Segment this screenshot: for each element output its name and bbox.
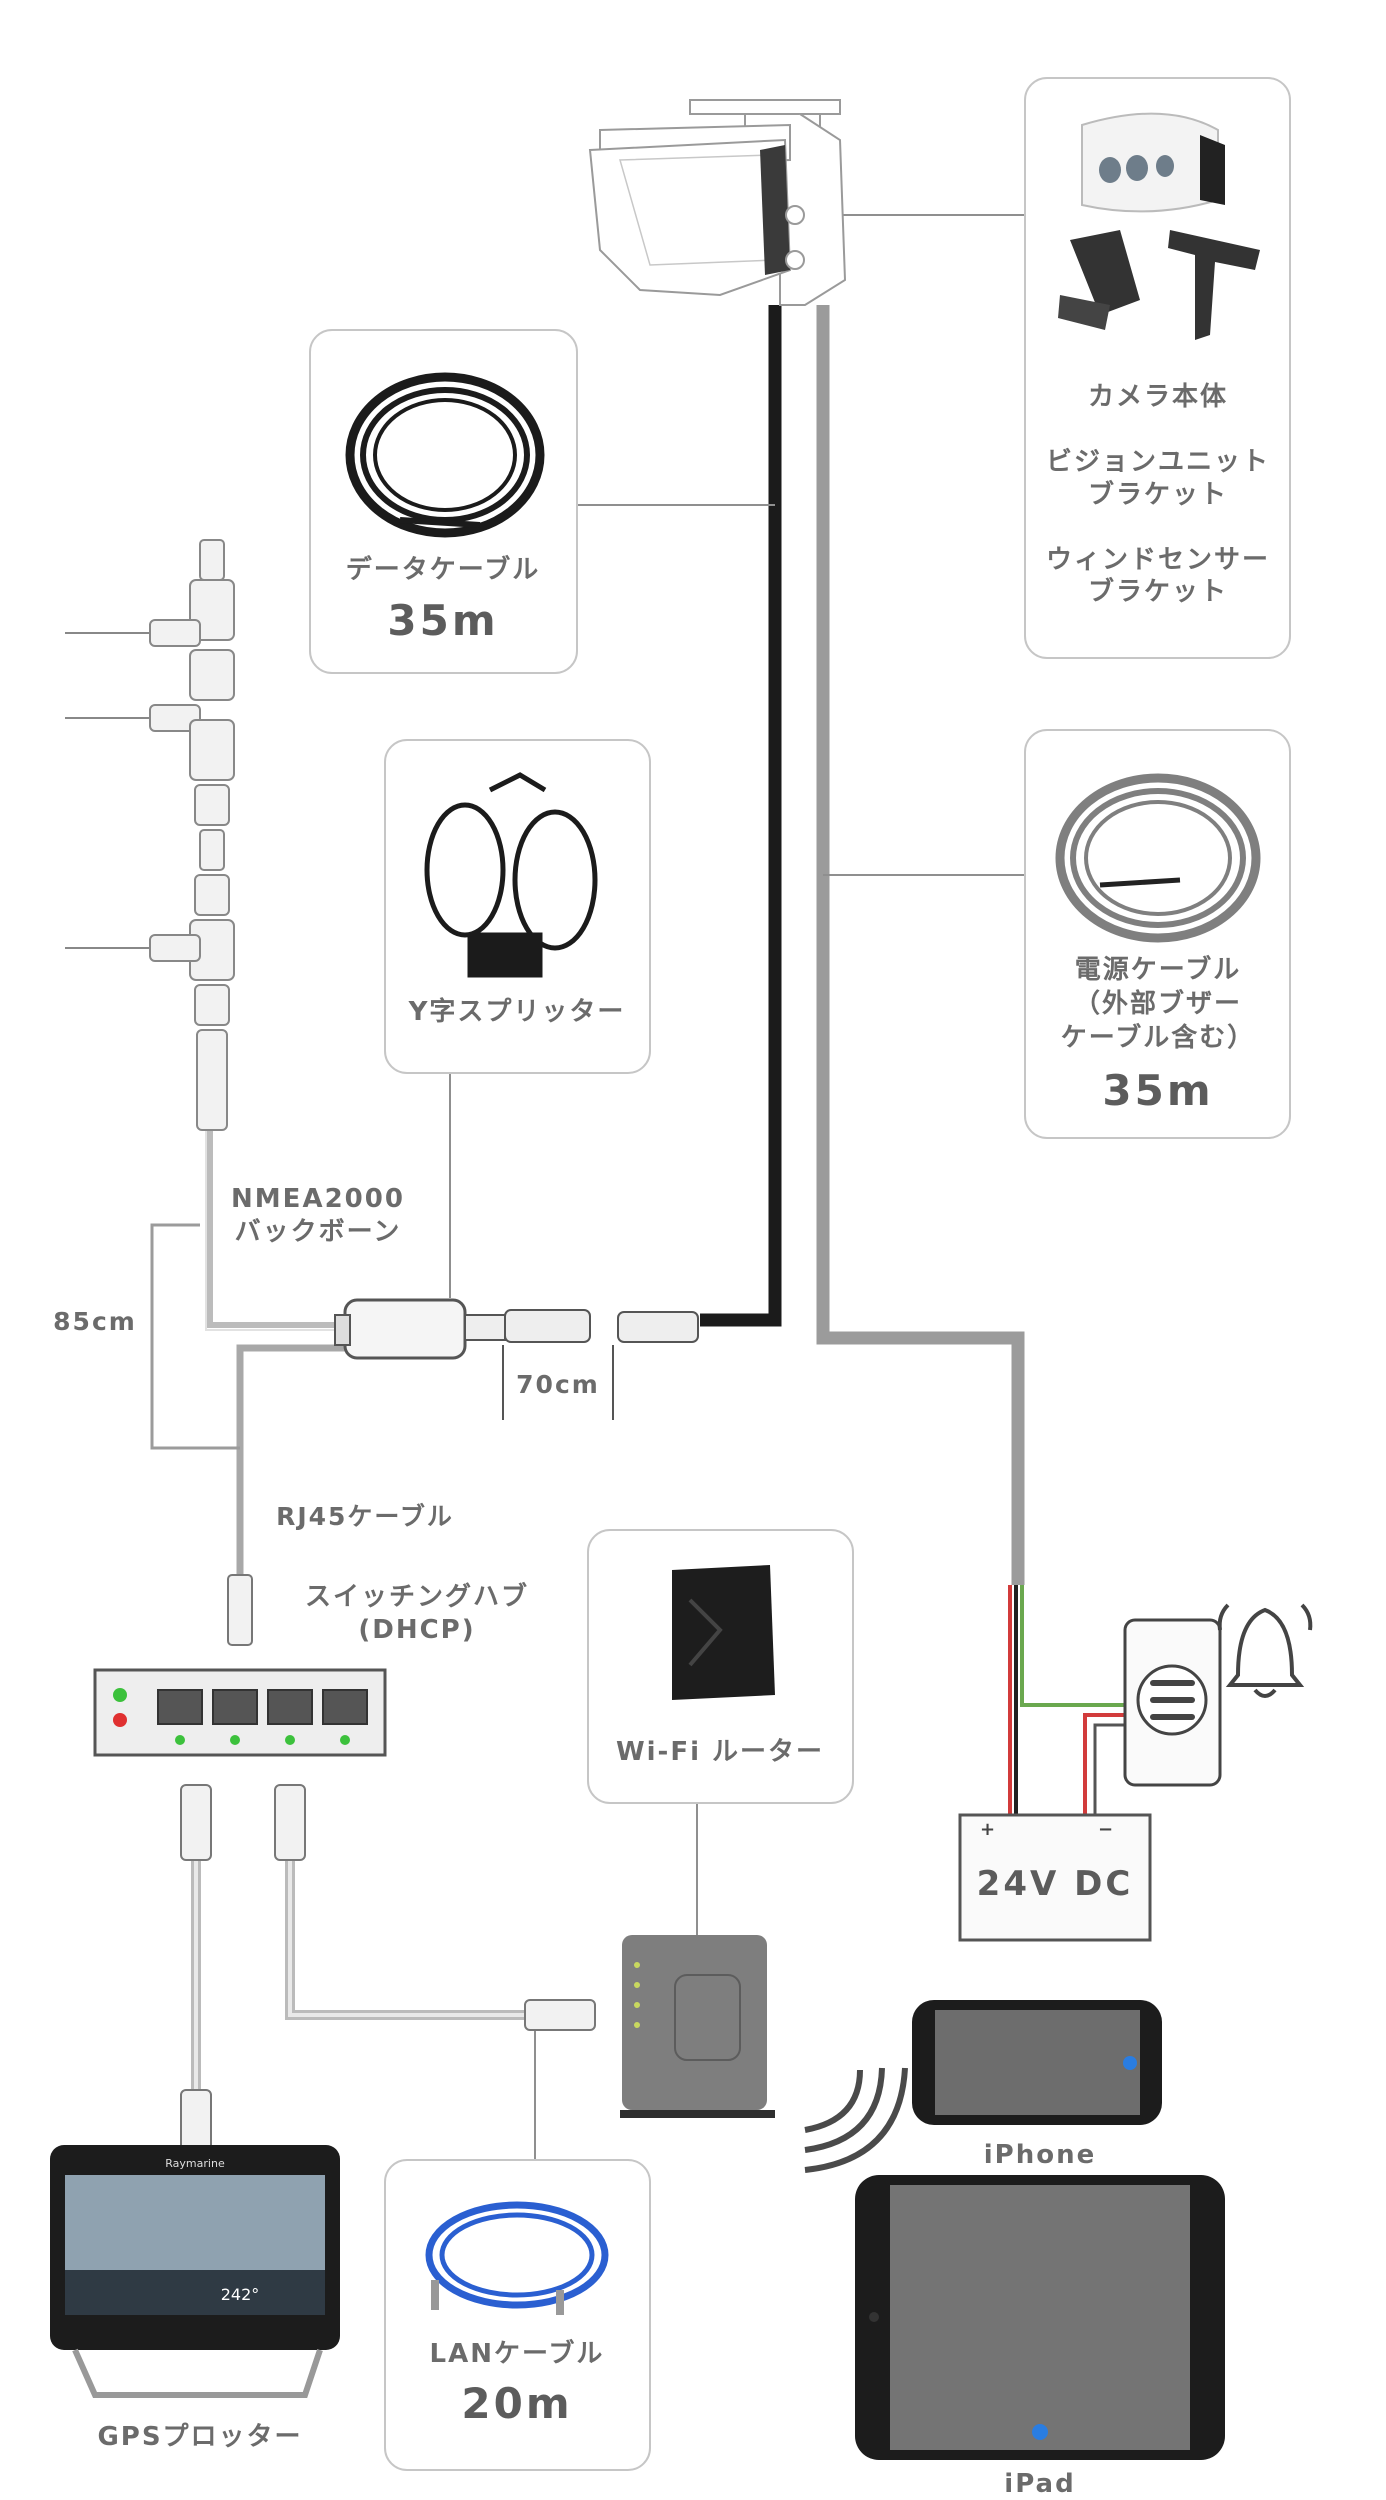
power-cable-length: 35m xyxy=(1102,1066,1213,1115)
ipad-label: iPad xyxy=(1004,2469,1075,2499)
rj45-cable-line xyxy=(236,1344,345,1575)
plotter-heading-readout: 242° xyxy=(221,2285,260,2304)
buzzer-wire-dark xyxy=(1093,1723,1125,1815)
rj45-plug-icon xyxy=(227,1574,253,1646)
data-cable-coil-icon xyxy=(345,372,545,538)
nmea-backbone-connectors xyxy=(65,539,235,1131)
vision-unit-icon xyxy=(1081,112,1225,213)
backbone-cable-inner xyxy=(205,1130,345,1331)
power-wire-green xyxy=(1020,1585,1125,1707)
switching-hub xyxy=(93,1668,387,1757)
battery-plus: + xyxy=(980,1819,995,1840)
camera-kit-item-1: カメラ本体 xyxy=(1088,382,1228,412)
power-cable-line xyxy=(816,305,1025,1585)
lan-cable-length: 20m xyxy=(461,2379,572,2428)
camera-kit-item-3: ブラケット xyxy=(1088,479,1228,510)
buzzer-wire-red xyxy=(1083,1713,1125,1815)
splitter-junction xyxy=(334,1298,699,1360)
router-plug xyxy=(524,1999,596,2031)
iphone-label: iPhone xyxy=(984,2140,1096,2170)
power-cable-label-1: 電源ケーブル xyxy=(1075,954,1241,985)
rj45-label: RJ45ケーブル xyxy=(276,1502,454,1531)
ipad-device xyxy=(855,2175,1225,2460)
camera-kit-item-2: ビジョンユニット xyxy=(1046,447,1270,477)
power-cable-label-2: （外部ブザー xyxy=(1074,988,1242,1019)
router-label: Wi-Fi ルーター xyxy=(616,1737,824,1767)
external-buzzer xyxy=(1123,1618,1222,1787)
plotter-label: GPSプロッター xyxy=(97,2422,302,2452)
iphone-device xyxy=(912,2000,1162,2125)
backbone-label-1: NMEA2000 xyxy=(231,1184,405,1214)
splitter-label: Y字スプリッター xyxy=(408,996,626,1027)
backbone-cable-line xyxy=(207,1130,345,1328)
plotter-brand: Raymarine xyxy=(165,2157,225,2170)
hub-label-2: (DHCP) xyxy=(358,1615,475,1645)
dimension-70cm-label: 70cm xyxy=(516,1370,600,1399)
lan-cable-label: LANケーブル xyxy=(430,2338,605,2369)
data-cable-length: 35m xyxy=(387,596,498,645)
battery-minus: − xyxy=(1098,1819,1113,1840)
hub-label-1: スイッチングハブ xyxy=(305,1581,529,1612)
battery-body xyxy=(958,1813,1152,1942)
wifi-signal-icon xyxy=(804,2067,908,2173)
dimension-85cm-label: 85cm xyxy=(53,1307,137,1336)
hub-router-cable-inner xyxy=(288,1860,555,2017)
power-cable-label-3: ケーブル含む） xyxy=(1061,1022,1255,1053)
gps-plotter xyxy=(50,2145,340,2398)
hub-plug-left xyxy=(180,1784,212,1861)
data-cable-label: データケーブル xyxy=(346,554,540,585)
backbone-label-2: バックボーン xyxy=(235,1217,402,1247)
router-device xyxy=(620,1935,775,2118)
bell-icon xyxy=(1217,1603,1313,1698)
hub-plug-right xyxy=(274,1784,306,1861)
dimension-bracket-85cm xyxy=(150,1223,240,1450)
power-cable-coil-icon xyxy=(1055,773,1261,943)
wifi-router-icon xyxy=(672,1565,775,1700)
hub-router-cable xyxy=(285,1860,555,2020)
battery-label: 24V DC xyxy=(977,1864,1134,1904)
wind-bracket-icon xyxy=(1168,230,1260,340)
camera-unit xyxy=(588,99,847,306)
lan-cable-coil-icon xyxy=(425,2201,609,2315)
splitter-icon xyxy=(424,772,598,978)
camera-kit-item-5: ブラケット xyxy=(1088,576,1228,607)
vision-bracket-icon xyxy=(1058,230,1140,330)
data-cable-line xyxy=(700,305,782,1327)
camera-kit-box xyxy=(1024,77,1291,659)
camera-kit-item-4: ウィンドセンサー xyxy=(1046,545,1270,575)
